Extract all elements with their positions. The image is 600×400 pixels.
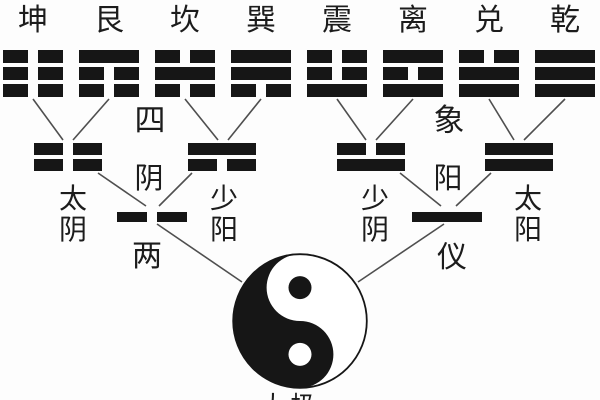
digram-glyph-taiyang <box>485 143 553 175</box>
trigram-glyph-kan <box>155 50 215 101</box>
trigram-name-kan: 坎 <box>170 3 200 38</box>
taiji-caption: 太极 <box>260 393 320 400</box>
solid-yao-line <box>535 67 595 80</box>
label-si: 四 <box>134 103 166 139</box>
taiji-black-dot-icon <box>288 276 312 300</box>
four-image-label-taiyang: 太阳 <box>513 182 542 246</box>
label-xiang: 象 <box>433 103 465 139</box>
trigram-name-zhen: 震 <box>322 3 352 38</box>
digram-glyph-taiyin <box>34 143 102 175</box>
four-image-label-shaoyang: 少阳 <box>209 182 238 246</box>
label-liang: 两 <box>132 239 162 274</box>
broken-yao-line <box>307 67 367 80</box>
solid-yao-line <box>79 50 139 63</box>
solid-yao-line <box>383 50 443 63</box>
broken-yao-line <box>155 84 215 97</box>
solid-yao-line <box>231 67 291 80</box>
broken-yao-line <box>3 67 63 80</box>
solid-yao-line <box>231 50 291 63</box>
broken-yao-line <box>231 84 291 97</box>
trigram-glyph-dui <box>459 50 519 101</box>
solid-yao-line <box>188 143 256 155</box>
broken-yao-line <box>188 159 256 171</box>
trigram-glyph-xun <box>231 50 291 101</box>
solid-yao-line <box>485 143 553 155</box>
taiji-yinyang-icon <box>232 253 368 389</box>
trigram-glyph-gen <box>79 50 139 101</box>
yin-form-line <box>117 212 187 222</box>
broken-yao-line <box>459 50 519 63</box>
solid-yao-line <box>383 84 443 97</box>
solid-yao-line <box>459 67 519 80</box>
broken-yao-line <box>79 84 139 97</box>
trigram-glyph-kun <box>3 50 63 101</box>
trigram-name-qian: 乾 <box>550 3 580 38</box>
yang-form-line <box>412 212 482 222</box>
label-yang: 阳 <box>433 161 463 195</box>
solid-yao-line <box>485 159 553 171</box>
solid-yao-line <box>535 84 595 97</box>
solid-yao-line <box>459 84 519 97</box>
digram-glyph-shaoyang <box>188 143 256 175</box>
broken-yao-line <box>3 50 63 63</box>
four-image-label-taiyin: 太阴 <box>58 182 87 246</box>
trigram-name-dui: 兑 <box>474 3 504 38</box>
broken-yao-line <box>337 143 405 155</box>
four-image-label-shaoyin: 少阴 <box>360 182 389 246</box>
trigram-glyph-li <box>383 50 443 101</box>
broken-yao-line <box>383 67 443 80</box>
label-yi: 仪 <box>437 240 467 275</box>
broken-yao-line <box>307 50 367 63</box>
trigram-name-li: 离 <box>398 3 428 38</box>
trigram-name-kun: 坤 <box>18 3 48 38</box>
trigram-glyph-zhen <box>307 50 367 101</box>
trigram-glyph-qian <box>535 50 595 101</box>
broken-yao-line <box>3 84 63 97</box>
trigram-name-xun: 巽 <box>246 3 276 38</box>
broken-yao-line <box>155 50 215 63</box>
trigram-name-gen: 艮 <box>94 3 124 38</box>
taiji-white-dot-icon <box>288 342 312 366</box>
broken-yao-line <box>34 159 102 171</box>
broken-yao-line <box>34 143 102 155</box>
solid-yao-line <box>337 159 405 171</box>
digram-glyph-shaoyin <box>337 143 405 175</box>
solid-yao-line <box>535 50 595 63</box>
solid-yao-line <box>307 84 367 97</box>
broken-yao-line <box>79 67 139 80</box>
solid-yao-line <box>155 67 215 80</box>
label-yin: 阴 <box>134 161 164 195</box>
